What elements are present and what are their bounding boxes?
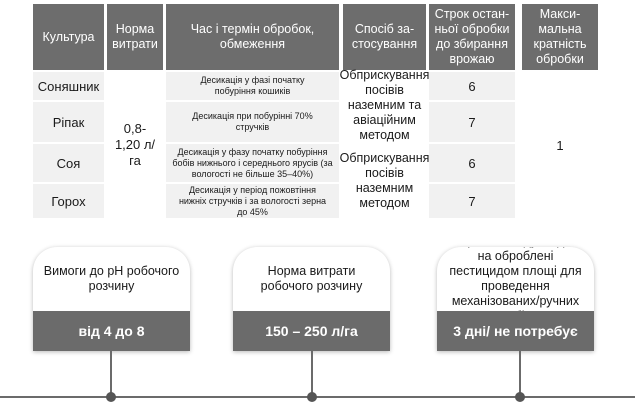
header-timing: Час і термін обробок, обмеження (166, 4, 339, 70)
crop-rapeseed: Ріпак (33, 102, 104, 142)
connector-line (519, 351, 521, 397)
crop-pea: Горох (33, 184, 104, 218)
crop-sunflower: Соняшник (33, 72, 104, 100)
timing-sunflower: Десикація у фазі початку побуріння кошик… (166, 72, 339, 100)
ph-requirement-card: Вимоги до pH робочого розчину від 4 до 8 (33, 247, 190, 351)
timeline-dot (106, 392, 116, 402)
header-rate: Норма витрати (107, 4, 163, 70)
rate-value: 0,8-1,20 л/га (114, 121, 156, 168)
method-ground-and-aerial: Обприскування посівів наземним та авіаці… (339, 67, 430, 142)
card-label: Строки виходу людей на оброблені пестици… (449, 247, 582, 323)
harvest-term-sunflower: 6 (429, 72, 515, 100)
method-ground: Обприскування посівів наземним методом (339, 151, 430, 210)
connector-line (311, 351, 313, 397)
timeline-dot (515, 392, 525, 402)
harvest-term-soybean: 6 (429, 144, 515, 182)
timing-rapeseed: Десикація при побурінні 70% стручків (166, 102, 339, 142)
max-treatments-value: 1 (556, 137, 564, 153)
timing-soybean: Десикація у фазу початку побуріння бобів… (166, 144, 339, 182)
header-max-treatments: Макси- мальна кратність обробки (522, 4, 598, 70)
reentry-period-card: Строки виходу людей на оброблені пестици… (437, 247, 594, 351)
card-value: 3 дні/ не потребує (437, 311, 594, 351)
header-crop: Культура (33, 4, 104, 70)
timing-pea: Десикація у період пожовтіння нижніх стр… (166, 184, 339, 218)
header-harvest-term: Строк остан- ньої обробки до збирання вр… (429, 4, 515, 70)
timeline-dot (307, 392, 317, 402)
card-value: від 4 до 8 (33, 311, 190, 351)
card-label: Норма витрати робочого розчину (260, 264, 363, 293)
card-label: Вимоги до pH робочого розчину (43, 264, 180, 293)
solution-rate-card: Норма витрати робочого розчину 150 – 250… (233, 247, 390, 351)
connector-line (110, 351, 112, 397)
timeline-line (0, 396, 635, 398)
crop-soybean: Соя (33, 144, 104, 182)
harvest-term-pea: 7 (429, 184, 515, 218)
header-method: Спосіб за- стосування (343, 4, 426, 70)
harvest-term-rapeseed: 7 (429, 102, 515, 142)
card-value: 150 – 250 л/га (233, 311, 390, 351)
